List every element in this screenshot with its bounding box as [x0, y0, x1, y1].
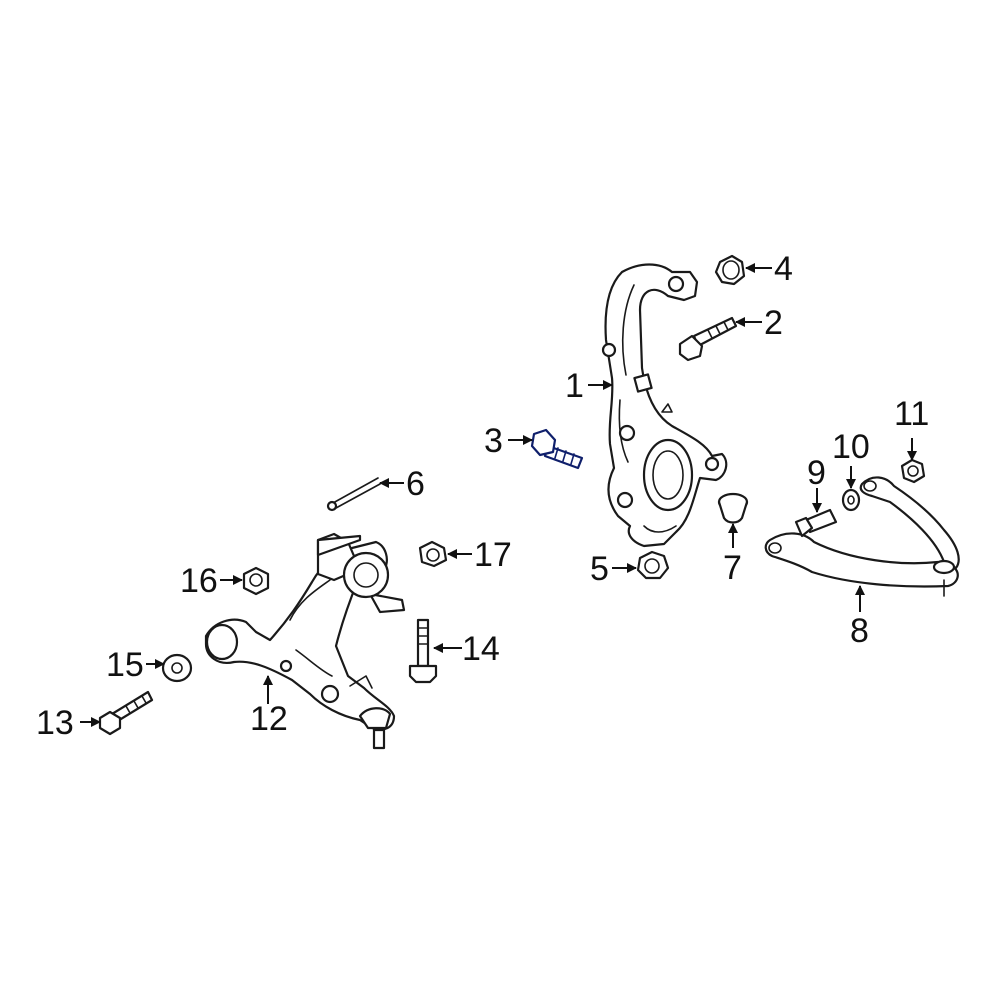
bolt-part-13[interactable] [98, 690, 154, 736]
nut-part-4[interactable] [714, 254, 746, 286]
bolt-part-14[interactable] [408, 618, 438, 684]
nut-part-17[interactable] [418, 540, 448, 568]
nut-part-16[interactable] [242, 566, 270, 596]
upper-control-arm[interactable] [764, 476, 960, 597]
callout-13[interactable]: 13 [36, 704, 74, 742]
callout-14[interactable]: 14 [462, 630, 500, 668]
bushing-part-7[interactable] [717, 492, 749, 524]
callout-7[interactable]: 7 [723, 549, 742, 587]
callout-15[interactable]: 15 [106, 646, 144, 684]
callout-10[interactable]: 10 [832, 428, 870, 466]
washer-part-15[interactable] [161, 653, 193, 683]
bolt-part-3-highlighted[interactable] [530, 428, 584, 470]
bolt-part-2[interactable] [678, 316, 738, 362]
callout-2[interactable]: 2 [764, 304, 783, 342]
callout-5[interactable]: 5 [590, 550, 609, 588]
callout-3[interactable]: 3 [484, 422, 503, 460]
callout-11[interactable]: 11 [894, 395, 929, 433]
callout-17[interactable]: 17 [474, 536, 512, 574]
callout-labels: 1 2 3 4 5 6 7 8 9 10 11 12 13 14 15 16 1… [36, 250, 929, 742]
callout-6[interactable]: 6 [406, 465, 425, 503]
steering-knuckle[interactable] [601, 263, 728, 548]
nut-part-5[interactable] [636, 550, 670, 580]
callout-12[interactable]: 12 [250, 700, 288, 738]
lower-control-arm[interactable] [204, 532, 406, 750]
nut-part-11[interactable] [900, 458, 926, 484]
cotter-pin-part-6[interactable] [326, 477, 381, 512]
callout-4[interactable]: 4 [774, 250, 793, 288]
bolt-part-9[interactable] [794, 508, 838, 538]
callout-16[interactable]: 16 [180, 562, 218, 600]
callout-1[interactable]: 1 [565, 367, 584, 405]
leader-lines [80, 263, 917, 727]
callout-8[interactable]: 8 [850, 612, 869, 650]
callout-9[interactable]: 9 [807, 454, 826, 492]
washer-part-10[interactable] [841, 488, 861, 512]
